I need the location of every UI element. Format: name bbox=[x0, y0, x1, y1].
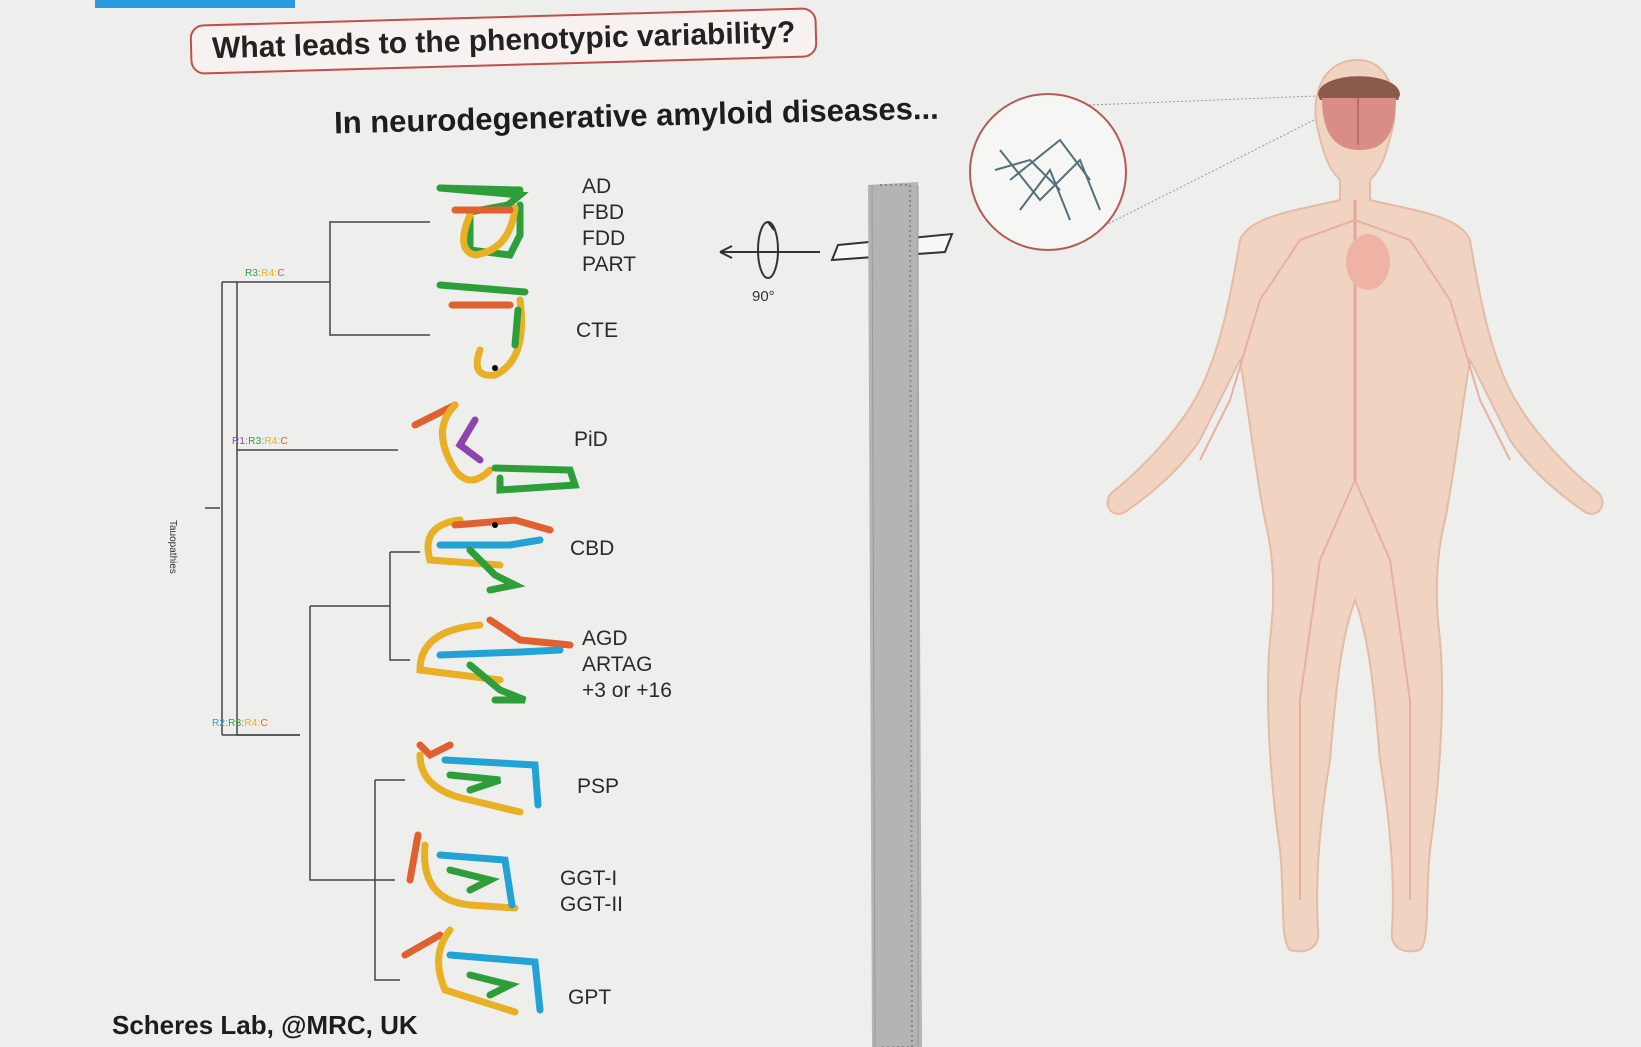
branch-label-r2r3r4c: R2:R3:R4:C bbox=[212, 718, 268, 729]
disease-label: +3 or +16 bbox=[582, 678, 672, 704]
disease-label: PART bbox=[582, 252, 636, 278]
disease-label-group-cbd: CBD bbox=[570, 536, 614, 562]
branch-label-r3r4c: R3:R4:C bbox=[245, 268, 285, 279]
tau-fold-icon bbox=[440, 285, 525, 375]
disease-label: CTE bbox=[576, 318, 618, 344]
phylogenetic-tree bbox=[205, 222, 430, 980]
disease-label: CBD bbox=[570, 536, 614, 562]
disease-label-group-pid: PiD bbox=[574, 427, 608, 453]
tau-fold-icon bbox=[420, 620, 570, 700]
disease-label: GPT bbox=[568, 985, 611, 1011]
disease-label-group-ad: AD FBD FDD PART bbox=[582, 174, 636, 278]
disease-label: FBD bbox=[582, 200, 636, 226]
disease-label: GGT-I bbox=[560, 866, 623, 892]
tau-fold-icon bbox=[415, 405, 575, 490]
tree-branch-psp-ggt-gpt bbox=[375, 780, 405, 980]
rotation-arrow-icon bbox=[720, 222, 820, 278]
disease-label: PSP bbox=[577, 774, 619, 800]
disease-label: PiD bbox=[574, 427, 608, 453]
tau-fold-icon bbox=[405, 930, 540, 1012]
rotation-angle-label: 90° bbox=[752, 288, 775, 305]
disease-label: FDD bbox=[582, 226, 636, 252]
tree-branch-r3r4 bbox=[237, 282, 330, 735]
tree-branch-r2 bbox=[310, 606, 375, 880]
tree-branch-cbd-agd bbox=[390, 552, 420, 660]
disease-label: ARTAG bbox=[582, 652, 672, 678]
tree-branch-ad-cte bbox=[330, 222, 430, 335]
tree-connector bbox=[222, 282, 300, 735]
disease-label-group-gpt: GPT bbox=[568, 985, 611, 1011]
fibril-icon bbox=[868, 182, 922, 1047]
tau-fold-icon bbox=[420, 745, 538, 812]
slide-credit: Scheres Lab, @MRC, UK bbox=[112, 1010, 418, 1041]
branch-label-r1r3r4c: R1:R3:R4:C bbox=[232, 436, 288, 447]
header-accent-bar bbox=[95, 0, 295, 8]
tau-fold-icon bbox=[428, 520, 550, 590]
disease-label-group-psp: PSP bbox=[577, 774, 619, 800]
tau-fold-icon bbox=[440, 188, 520, 255]
disease-label: GGT-II bbox=[560, 892, 623, 918]
tau-fold-icon bbox=[410, 835, 515, 908]
disease-label: AD bbox=[582, 174, 636, 200]
disease-label: AGD bbox=[582, 626, 672, 652]
disease-label-group-cte: CTE bbox=[576, 318, 618, 344]
disease-label-group-ggt: GGT-I GGT-II bbox=[560, 866, 623, 918]
human-body-icon bbox=[1108, 60, 1603, 951]
tree-root-label: Tauopathies bbox=[167, 520, 178, 574]
disease-label-group-agd: AGD ARTAG +3 or +16 bbox=[582, 626, 672, 704]
